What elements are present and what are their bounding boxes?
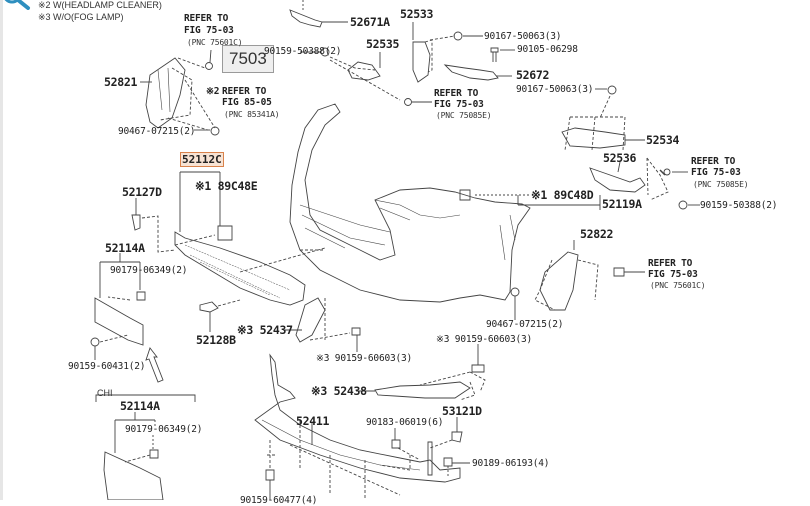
clip-89C48D xyxy=(459,189,471,201)
part-52437-shape xyxy=(295,297,326,343)
fastener-label-90159-60431[interactable]: 90159-60431(2) xyxy=(68,361,146,372)
part-52672-shape xyxy=(443,64,499,81)
part-52671A-shape xyxy=(289,9,323,28)
ref-75085E-b-pnc: (PNC 75085E) xyxy=(693,180,749,189)
part-label-52127D[interactable]: 52127D xyxy=(122,185,162,199)
ref-85341A-line2[interactable]: FIG 85-05 xyxy=(222,97,272,108)
fastener-label-90167-50063-right[interactable]: 90167-50063(3) xyxy=(516,84,594,95)
part-label-89C48D[interactable]: ※1 89C48D xyxy=(531,188,594,202)
part-52112C-shape xyxy=(174,231,306,306)
part-52533-shape xyxy=(412,41,431,83)
ref-85341A-prefix: ※2 xyxy=(206,86,220,97)
hover-tooltip: 7503 xyxy=(222,45,274,73)
search-icon[interactable] xyxy=(0,0,36,10)
part-label-52822[interactable]: 52822 xyxy=(580,227,614,241)
fastener-label-90159-60603-right[interactable]: ※3 90159-60603(3) xyxy=(436,334,533,345)
part-52438-shape xyxy=(374,381,471,399)
fastener-label-90167-50063-top[interactable]: 90167-50063(3) xyxy=(484,31,562,42)
ref-85341A-line1[interactable]: REFER TO xyxy=(222,86,267,97)
fastener-label-90467-07215-left[interactable]: 90467-07215(2) xyxy=(118,126,196,137)
part-label-89C48E[interactable]: ※1 89C48E xyxy=(195,179,258,193)
part-label-52821[interactable]: 52821 xyxy=(104,75,138,89)
ref-75085E-a-line1[interactable]: REFER TO xyxy=(434,88,479,99)
direction-arrow-icon xyxy=(145,347,164,383)
fastener-label-90159-50388-top[interactable]: 90159-50388(2) xyxy=(264,46,342,57)
note-fog-lamp: ※3 W/O(FOG LAMP) xyxy=(38,12,124,22)
ref-75601C-b-line2[interactable]: FIG 75-03 xyxy=(648,269,698,280)
note-headlamp-cleaner: ※2 W(HEADLAMP CLEANER) xyxy=(38,0,162,10)
ref-75601C-b-line1[interactable]: REFER TO xyxy=(648,258,693,269)
part-label-52533[interactable]: 52533 xyxy=(400,7,434,21)
part-label-52411[interactable]: 52411 xyxy=(296,414,330,428)
fastener-label-90189-06193[interactable]: 90189-06193(4) xyxy=(472,458,550,469)
ref-75085E-b-line1[interactable]: REFER TO xyxy=(691,156,736,167)
part-52114A-chi-shape xyxy=(103,451,164,500)
left-border xyxy=(0,0,3,500)
highlighted-part-52112C[interactable]: 52112C xyxy=(180,152,224,167)
part-label-52114A[interactable]: 52114A xyxy=(105,241,145,255)
part-label-52535[interactable]: 52535 xyxy=(366,37,400,51)
ref-75601C-b-pnc: (PNC 75601C) xyxy=(650,281,706,290)
part-label-52536[interactable]: 52536 xyxy=(603,151,637,165)
ref-75601C-line1[interactable]: REFER TO xyxy=(184,13,229,24)
part-label-52671A[interactable]: 52671A xyxy=(350,15,390,29)
part-label-52672[interactable]: 52672 xyxy=(516,68,550,82)
part-label-52534[interactable]: 52534 xyxy=(646,133,680,147)
fastener-label-90159-50388-right[interactable]: 90159-50388(2) xyxy=(700,200,778,211)
ref-75085E-b-line2[interactable]: FIG 75-03 xyxy=(691,167,741,178)
fastener-label-90179-06349[interactable]: 90179-06349(2) xyxy=(110,265,188,276)
clip-icon xyxy=(210,126,220,136)
fastener-label-90467-07215-right[interactable]: 90467-07215(2) xyxy=(486,319,564,330)
part-label-52437[interactable]: ※3 52437 xyxy=(237,323,293,337)
ref-75601C-line2[interactable]: FIG 75-03 xyxy=(184,25,234,36)
ref-75601C-pnc: (PNC 75601C) xyxy=(187,38,243,47)
part-label-52114A-chi[interactable]: 52114A xyxy=(120,399,160,413)
part-label-52128B[interactable]: 52128B xyxy=(196,333,236,347)
label-chi: CHI xyxy=(97,388,113,398)
part-label-53121D[interactable]: 53121D xyxy=(442,404,482,418)
fastener-label-90159-60477[interactable]: 90159-60477(4) xyxy=(240,495,318,506)
part-52535-shape xyxy=(347,61,381,81)
fastener-label-90105-06298[interactable]: 90105-06298 xyxy=(517,44,578,55)
ref-75085E-a-line2[interactable]: FIG 75-03 xyxy=(434,99,484,110)
ref-75085E-a-pnc: (PNC 75085E) xyxy=(436,111,492,120)
part-52114A-shape xyxy=(94,297,144,346)
part-label-52438[interactable]: ※3 52438 xyxy=(311,384,367,398)
part-52822-shape xyxy=(539,251,579,311)
clip-icon xyxy=(205,62,213,70)
fastener-label-90159-60603-left[interactable]: ※3 90159-60603(3) xyxy=(316,353,413,364)
part-52821-shape xyxy=(145,57,186,129)
fastener-label-90183-06019[interactable]: 90183-06019(6) xyxy=(366,417,444,428)
part-52119A-shape xyxy=(289,103,531,303)
fastener-label-90179-06349-chi[interactable]: 90179-06349(2) xyxy=(125,424,203,435)
ref-85341A-pnc: (PNC 85341A) xyxy=(224,110,280,119)
part-52536-shape xyxy=(589,167,646,193)
part-label-52119A[interactable]: 52119A xyxy=(602,197,642,211)
